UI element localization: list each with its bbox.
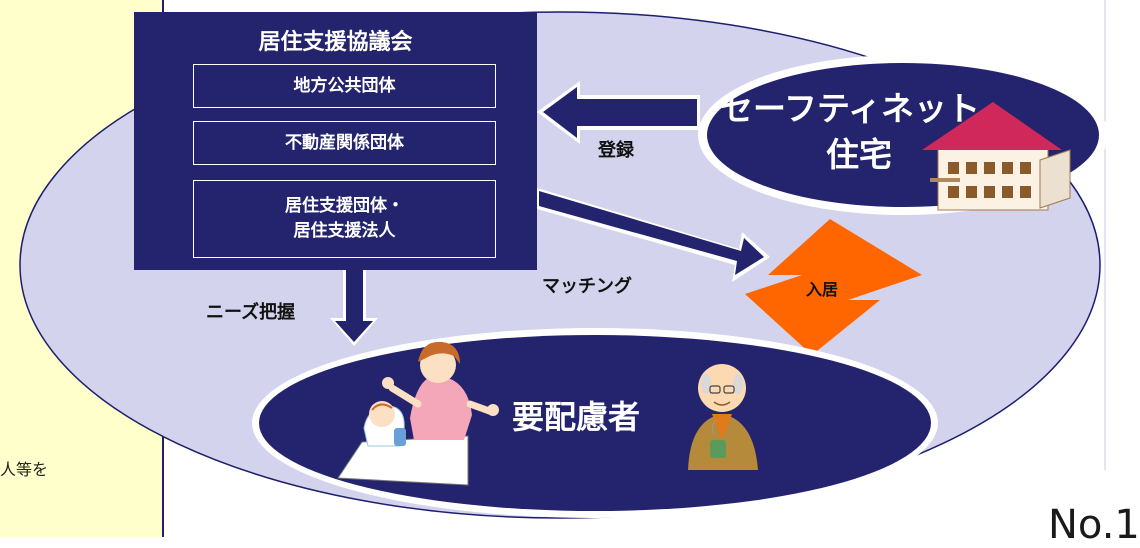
move-in-label: 入居 (806, 280, 839, 299)
matching-label: マッチング (542, 276, 632, 297)
mother-baby-illustration (337, 341, 499, 486)
house-icon (922, 102, 1071, 211)
page-number: No.1 (1048, 502, 1140, 548)
elderly-man-illustration (688, 364, 758, 470)
member-label-real-estate: 不動産関係団体 (285, 132, 404, 153)
diagram-canvas (0, 0, 1106, 537)
council-box (134, 12, 537, 270)
register-label: 登録 (598, 140, 634, 161)
side-panel-text: 人等を (0, 460, 49, 479)
council-title: 居住支援協議会 (258, 30, 413, 55)
member-label-local-govt: 地方公共団体 (293, 75, 396, 96)
member-label-support-orgs: 居住支援団体・ 居住支援法人 (285, 196, 404, 241)
needs-label: ニーズ把握 (206, 302, 296, 323)
council-member-local-govt: 地方公共団体 (193, 64, 496, 108)
needs-arrow (335, 270, 373, 342)
housing-label-line2: 住宅 (826, 135, 892, 174)
register-arrow (543, 87, 697, 138)
council-member-real-estate: 不動産関係団体 (193, 121, 496, 165)
care-needers-label: 要配慮者 (512, 398, 641, 436)
matching-arrow (539, 191, 764, 275)
move-in-arrow (745, 219, 922, 355)
housing-label-line1: セーフティネット (720, 89, 981, 128)
council-member-support-orgs: 居住支援団体・ 居住支援法人 (193, 180, 496, 258)
